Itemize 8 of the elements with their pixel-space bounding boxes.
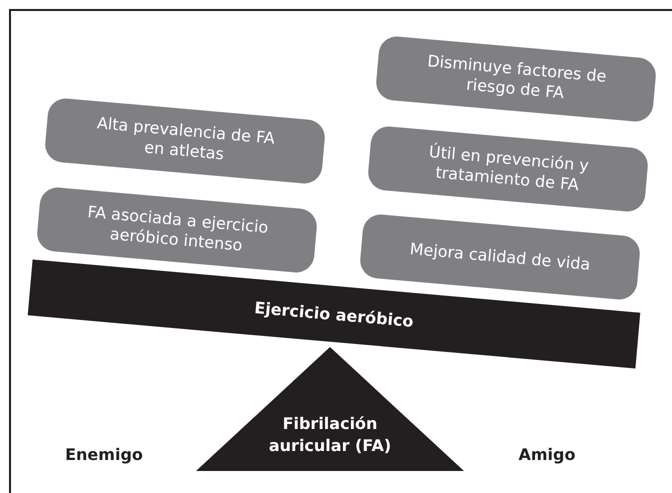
risk-box: FA asociada a ejercicio aeróbico intenso [36,186,318,274]
benefit-box: Disminuye factores de riesgo de FA [374,35,658,123]
node-label: Fibrilación auricular (FA) [268,413,392,457]
side-label: Amigo [518,445,576,464]
benefit-box: Mejora calidad de vida [358,213,642,301]
side-label: Enemigo [64,445,144,464]
benefit-box: Útil en prevención y tratamiento de FA [366,125,650,213]
risk-box: Alta prevalencia de FA en atletas [44,97,326,185]
